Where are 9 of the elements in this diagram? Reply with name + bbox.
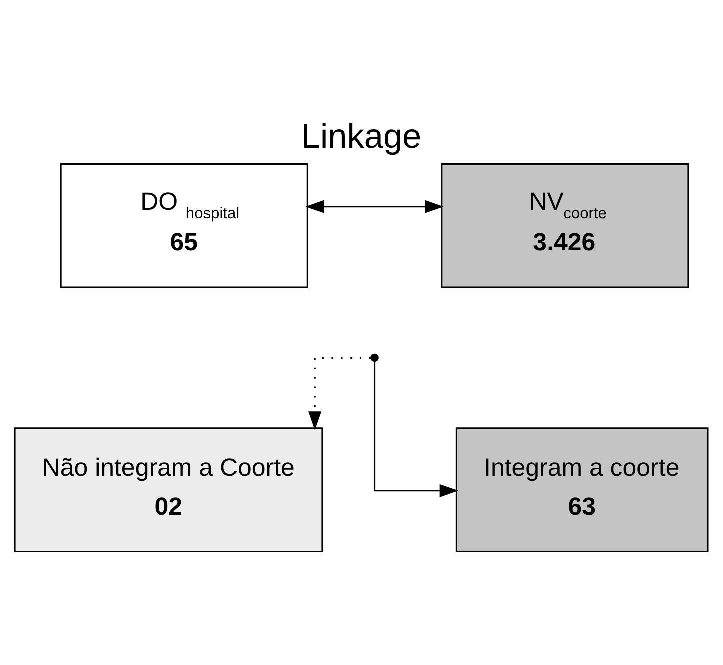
diagram-title: Linkage	[301, 117, 422, 156]
node-box: DO $_{hospital}$ 65	[60, 162, 308, 288]
arrow	[374, 361, 459, 497]
arrow	[306, 200, 444, 213]
node-box: NV$_{coorte}$ 3.426	[441, 162, 690, 288]
arrow	[308, 356, 371, 430]
node-box: Integram a coorte 63	[456, 427, 709, 552]
node-box: Não integram a Coorte 02	[14, 427, 324, 552]
node-point	[370, 353, 379, 362]
